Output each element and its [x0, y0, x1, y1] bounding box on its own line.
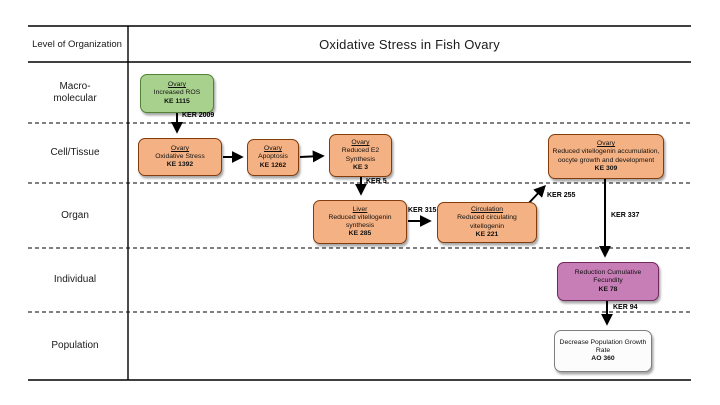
node-ke-1262: Ovary Apoptosis KE 1262 [247, 139, 299, 176]
node-site: Ovary [351, 139, 370, 147]
node-event: Increased ROS [153, 89, 201, 97]
edge-label-ker-2009: KER 2009 [182, 112, 215, 119]
node-ke-221: Circulation Reduced circulating vitellog… [437, 202, 537, 243]
edge-label-ker-94: KER 94 [613, 304, 638, 311]
node-event: Reduced E2 Synthesis [341, 147, 380, 163]
node-event: Reduced circulating vitellogenin [457, 214, 517, 230]
row-label-macro-molecular: Macro-molecular [53, 80, 97, 104]
node-ke-1392: Ovary Oxidative Stress KE 1392 [138, 138, 222, 176]
node-event: Reduced vitellogenin synthesis [328, 213, 392, 229]
page-title: Oxidative Stress in Fish Ovary [319, 36, 500, 52]
node-id: KE 78 [598, 285, 618, 293]
node-site: Ovary [167, 81, 187, 89]
node-ke-3: Ovary Reduced E2 Synthesis KE 3 [329, 134, 392, 177]
row-label-cell-tissue: Cell/Tissue [50, 147, 100, 158]
edge-label-ker-255: KER 255 [547, 192, 576, 199]
node-ke-78: Reduction Cumulative Fecundity KE 78 [557, 262, 659, 301]
node-event: Reduced vitellogenin accumulation, oocyt… [552, 148, 660, 164]
edge-ke1262-ke3-arrow [299, 150, 325, 163]
edge-label-ker-337: KER 337 [611, 212, 640, 219]
row-label-population: Population [51, 340, 99, 351]
node-ke-1115: Ovary Increased ROS KE 1115 [140, 74, 214, 113]
node-event: Reduction Cumulative Fecundity [574, 269, 642, 285]
node-event: Oxidative Stress [155, 152, 205, 160]
node-id: KE 285 [348, 230, 372, 238]
node-id: KE 309 [594, 164, 618, 172]
node-event: Apoptosis [258, 153, 288, 161]
node-id: KE 1115 [164, 97, 190, 105]
node-event: Decrease Population Growth Rate [559, 338, 647, 354]
edge-label-ker-5: KER 5 [366, 178, 387, 185]
node-id: KE 1392 [166, 161, 194, 168]
row-label-individual: Individual [53, 274, 97, 285]
node-ke-285: Liver Reduced vitellogenin synthesis KE … [313, 200, 407, 244]
node-site: Liver [352, 205, 368, 213]
node-ao-360: Decrease Population Growth Rate AO 360 [554, 330, 652, 372]
node-site: Circulation [470, 206, 504, 214]
node-id: AO 360 [591, 355, 615, 362]
row-label-organ: Organ [61, 209, 89, 221]
edge-label-ker-315: KER 315 [408, 207, 437, 214]
node-id: KE 1262 [259, 161, 287, 169]
node-ke-309: Ovary Reduced vitellogenin accumulation,… [548, 134, 664, 179]
node-id: KE 221 [475, 230, 499, 238]
level-column-header: Level of Organization [32, 38, 122, 50]
node-site: Ovary [170, 144, 190, 152]
node-site: Ovary [263, 145, 283, 153]
node-site: Ovary [596, 140, 616, 148]
node-id: KE 3 [352, 163, 369, 171]
